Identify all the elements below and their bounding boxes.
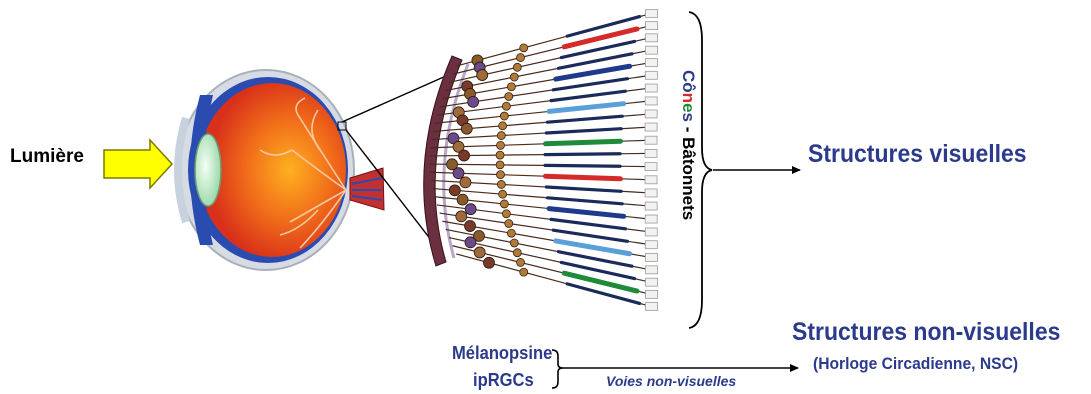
light-label: Lumière xyxy=(10,146,84,168)
cones-rods-separator: - xyxy=(679,122,698,137)
cones-rods-label: Cônes - Bâtonnets xyxy=(676,70,698,285)
cones-letter: s xyxy=(679,113,698,122)
melanopsin-label: Mélanopsine xyxy=(452,343,552,364)
eye-illustration xyxy=(178,70,384,270)
cones-letter: n xyxy=(679,93,698,103)
iprgc-label: ipRGCs xyxy=(473,370,534,391)
nonvisual-structures-sublabel: (Horloge Circadienne, NSC) xyxy=(813,354,1018,374)
visual-structures-label: Structures visuelles xyxy=(808,140,1027,169)
cones-letter: e xyxy=(679,103,698,112)
light-arrow xyxy=(104,140,172,188)
nonvisual-pathways-label: Voies non-visuelles xyxy=(606,373,736,389)
cones-letter: C xyxy=(679,70,698,82)
cones-letter: ô xyxy=(679,82,698,92)
small-brace xyxy=(552,350,563,388)
retina-layers-illustration xyxy=(424,10,658,311)
nonvisual-structures-label: Structures non-visuelles xyxy=(792,318,1060,347)
rods-label: Bâtonnets xyxy=(679,137,698,220)
